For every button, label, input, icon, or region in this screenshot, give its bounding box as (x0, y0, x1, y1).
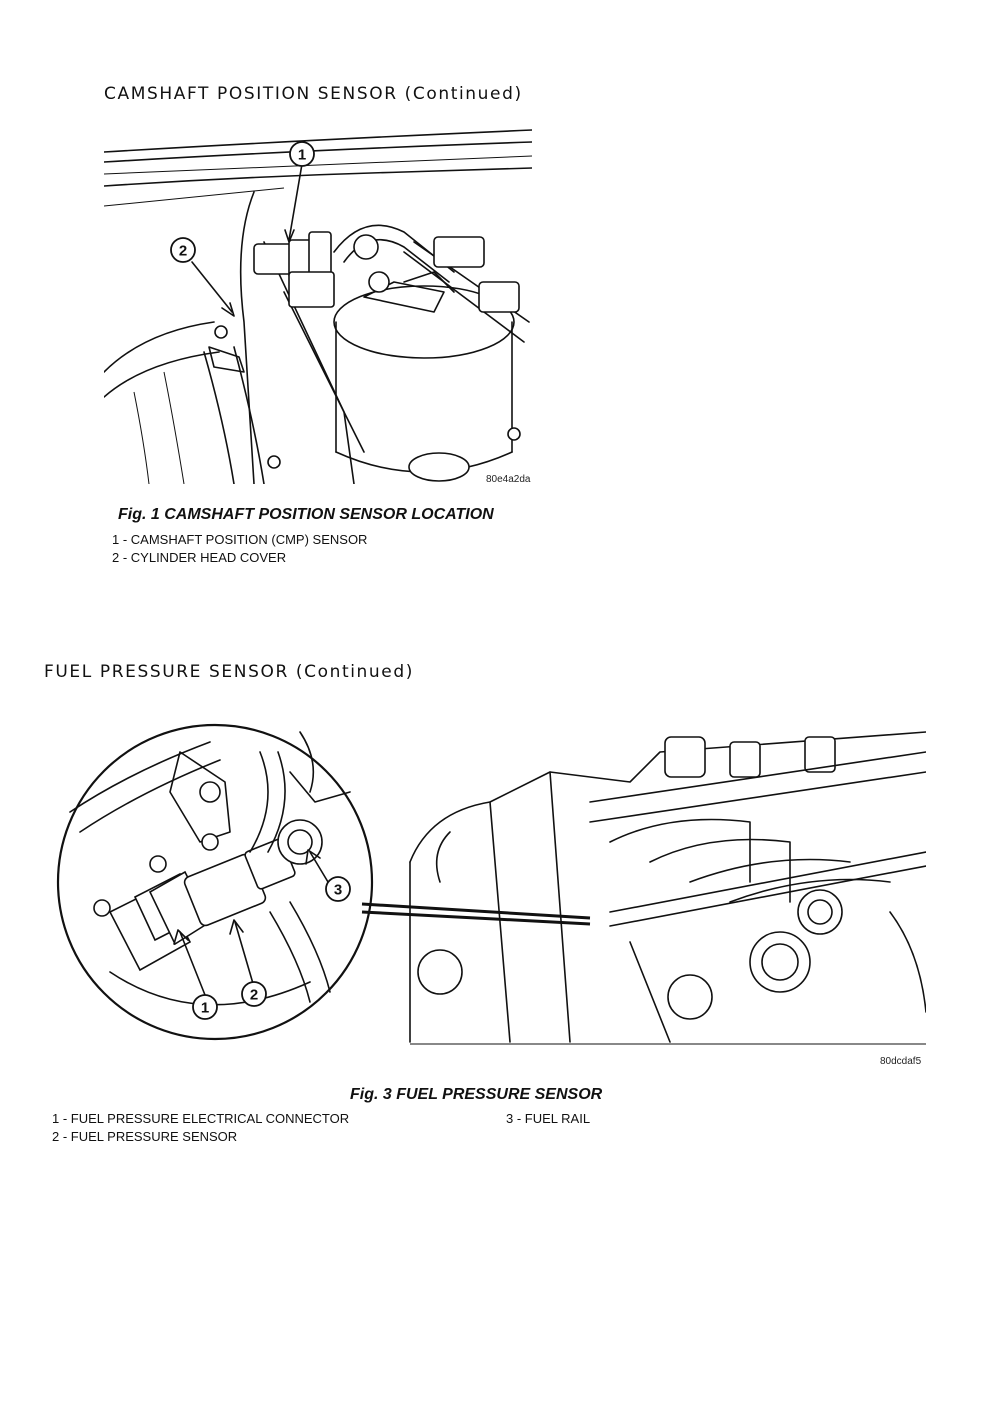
callout-2: 2 (179, 243, 187, 260)
legend-item: 1 - FUEL PRESSURE ELECTRICAL CONNECTOR (52, 1111, 350, 1126)
callout-1: 1 (298, 147, 306, 164)
figure-3-legend-right: 3 - FUEL RAIL (506, 1110, 590, 1128)
callout-3: 3 (334, 882, 342, 899)
legend-item: 3 - FUEL RAIL (506, 1111, 591, 1126)
section-title-camshaft: CAMSHAFT POSITION SENSOR (Continued) (104, 84, 523, 104)
legend-item: 2 - FUEL PRESSURE SENSOR (52, 1129, 238, 1144)
section-title-fuel-pressure: FUEL PRESSURE SENSOR (Continued) (44, 662, 414, 682)
figure-1-caption: Fig. 1 CAMSHAFT POSITION SENSOR LOCATION (118, 506, 494, 523)
legend-item: 1 - CAMSHAFT POSITION (CMP) SENSOR (112, 532, 368, 547)
figure-3-ref-code: 80dcdaf5 (880, 1056, 922, 1067)
legend-item: 2 - CYLINDER HEAD COVER (112, 550, 287, 565)
figure-3-legend-left: 1 - FUEL PRESSURE ELECTRICAL CONNECTOR 2… (52, 1110, 349, 1146)
figure-1-legend: 1 - CAMSHAFT POSITION (CMP) SENSOR 2 - C… (112, 531, 367, 567)
figure-1-illustration: 1 2 (104, 129, 532, 484)
callout-1: 1 (201, 1000, 209, 1017)
callout-2: 2 (250, 987, 258, 1004)
figure-3-caption: Fig. 3 FUEL PRESSURE SENSOR (350, 1086, 603, 1103)
figure-3-illustration: 1 2 3 (56, 723, 926, 1045)
figure-1-ref-code: 80e4a2da (486, 474, 531, 485)
